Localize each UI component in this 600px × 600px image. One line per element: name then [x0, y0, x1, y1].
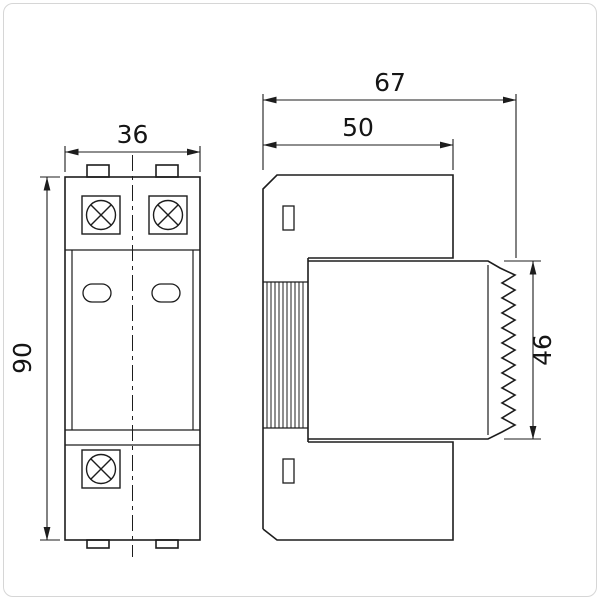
dimensions [40, 94, 541, 541]
screw-recess-top-right [148, 195, 188, 235]
dim-total-depth [262, 94, 517, 258]
module-height-label: 46 [528, 334, 557, 366]
screw-cross-line [157, 204, 179, 226]
screw-cross-line [90, 204, 112, 226]
dim-module-height [504, 260, 541, 440]
front-view [64, 155, 201, 557]
dim-front-height [40, 176, 60, 541]
base-depth-label: 50 [342, 113, 374, 142]
terminal-slot-top [282, 205, 295, 231]
total-depth-label: 67 [374, 68, 406, 97]
screw-top-right [148, 195, 188, 235]
screw-bottom-left [81, 449, 121, 489]
mounting-tab-top-right [155, 164, 179, 178]
screw-cross-line [90, 458, 112, 480]
side-view [262, 174, 517, 541]
mounting-tab-bottom-left [86, 539, 110, 549]
screw-head-top-left-icon [85, 199, 117, 231]
dimension-labels: 36 90 67 50 46 [8, 68, 557, 374]
dim-front-width [64, 146, 201, 172]
hatch-lines [266, 282, 304, 428]
screw-top-left [81, 195, 121, 235]
dim-base-depth [263, 139, 454, 170]
din-clip-hatch [263, 281, 308, 429]
mounting-tab-bottom-right [155, 539, 179, 549]
front-width-label: 36 [117, 120, 149, 149]
indicator-window-left [82, 283, 112, 303]
front-height-label: 90 [8, 342, 37, 374]
housing-profile [262, 174, 454, 541]
screw-recess-bottom-left [81, 449, 121, 489]
screw-head-bottom-left-icon [85, 453, 117, 485]
indicator-window-right [151, 283, 181, 303]
screw-head-top-right-icon [152, 199, 184, 231]
plug-module-profile [308, 260, 517, 440]
terminal-slot-bottom [282, 458, 295, 484]
mounting-tab-top-left [86, 164, 110, 178]
screw-recess-top-left [81, 195, 121, 235]
